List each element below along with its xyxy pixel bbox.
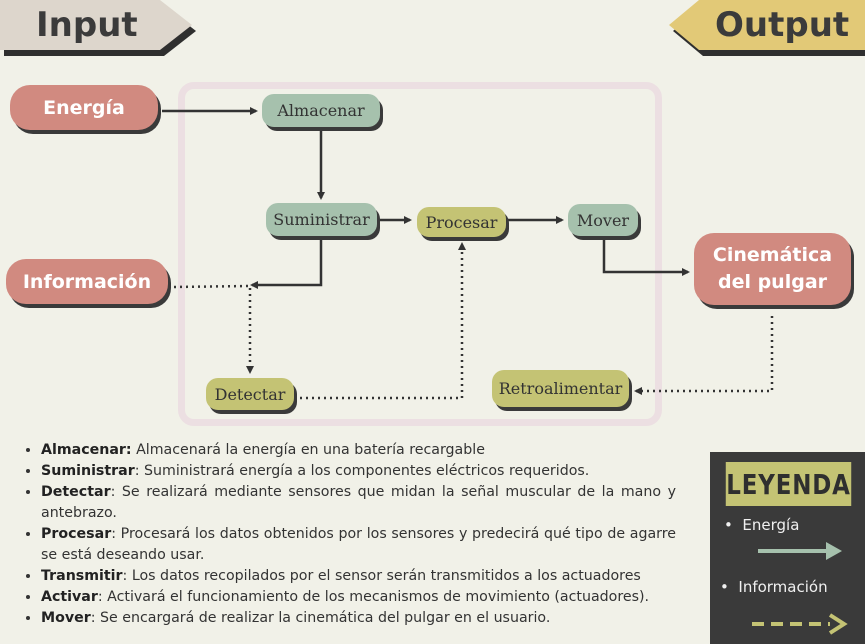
legend-title: LEYENDA: [725, 462, 852, 506]
legend-item-informacion: • Información: [720, 578, 828, 596]
node-suministrar: Suministrar: [266, 203, 377, 236]
node-almacenar: Almacenar: [262, 94, 380, 127]
bullet-text: : Se realizará mediante sensores que mid…: [41, 484, 676, 521]
bullet-text: Almacenará la energía en una batería rec…: [131, 442, 485, 458]
bullet-term: Mover: [41, 610, 91, 626]
bullet-term: Transmitir: [41, 568, 123, 584]
input-title: Input: [36, 5, 138, 45]
bullet-icon: •: [724, 516, 743, 534]
bullet-term: Procesar: [41, 526, 112, 542]
bullet-text: : Suministrará energía a los componentes…: [134, 463, 590, 479]
bullet-term: Almacenar:: [41, 442, 132, 458]
legend-item-label: Energía: [742, 516, 800, 534]
list-item: Activar: Activará el funcionamiento de l…: [41, 587, 676, 608]
node-informacion: Información: [6, 259, 168, 304]
node-detectar: Detectar: [206, 378, 294, 410]
arrow-cinematica-retroalimentar: [634, 316, 774, 395]
legend-item-energia: • Energía: [724, 516, 799, 534]
node-informacion-label: Información: [22, 270, 152, 293]
node-cinematica-label: Cinemática del pulgar: [712, 244, 833, 293]
dashed-arrow-icon: [752, 613, 848, 635]
arrow-mover-cinematica: [602, 238, 690, 276]
bullet-term: Detectar: [41, 484, 111, 500]
node-detectar-label: Detectar: [214, 384, 286, 404]
output-banner: Output: [669, 0, 865, 50]
node-retroalimentar: Retroalimentar: [492, 370, 629, 407]
system-boundary: [178, 82, 662, 426]
list-item: Detectar: Se realizará mediante sensores…: [41, 482, 676, 524]
legend-item-label: Información: [738, 578, 828, 596]
node-mover-label: Mover: [576, 210, 630, 230]
bullet-text: : Los datos recopilados por el sensor se…: [122, 568, 641, 584]
bullet-text: : Se encargará de realizar la cinemática…: [90, 610, 551, 626]
node-retroalimentar-label: Retroalimentar: [498, 379, 623, 398]
arrow-detectar-procesar: [300, 242, 466, 400]
list-item: Mover: Se encargará de realizar la cinem…: [41, 608, 676, 629]
solid-arrow-icon: [758, 542, 842, 560]
description-list: Almacenar: Almacenará la energía en una …: [24, 440, 676, 629]
node-energia-label: Energía: [43, 96, 125, 119]
node-procesar: Procesar: [417, 207, 506, 237]
arrow-informacion-junction: [173, 284, 249, 289]
input-banner: Input: [0, 0, 192, 50]
node-energia: Energía: [10, 85, 158, 130]
list-item: Almacenar: Almacenará la energía en una …: [41, 440, 676, 461]
bullet-term: Activar: [41, 589, 98, 605]
bullet-text: : Activará el funcionamiento de los meca…: [97, 589, 650, 605]
node-mover: Mover: [568, 204, 638, 236]
node-almacenar-label: Almacenar: [277, 101, 365, 120]
arrow-suministrar-detectar-feed: [250, 238, 323, 289]
list-item: Transmitir: Los datos recopilados por el…: [41, 566, 676, 587]
list-item: Procesar: Procesará los datos obtenidos …: [41, 524, 676, 566]
bullet-text: : Procesará los datos obtenidos por los …: [41, 526, 676, 563]
list-item: Suministrar: Suministrará energía a los …: [41, 461, 676, 482]
bullet-term: Suministrar: [41, 463, 135, 479]
output-title: Output: [715, 5, 850, 45]
legend-panel: LEYENDA • Energía • Información: [710, 452, 865, 644]
node-suministrar-label: Suministrar: [273, 210, 370, 229]
node-procesar-label: Procesar: [425, 212, 498, 232]
bullet-icon: •: [720, 578, 739, 596]
node-cinematica: Cinemática del pulgar: [694, 233, 851, 305]
